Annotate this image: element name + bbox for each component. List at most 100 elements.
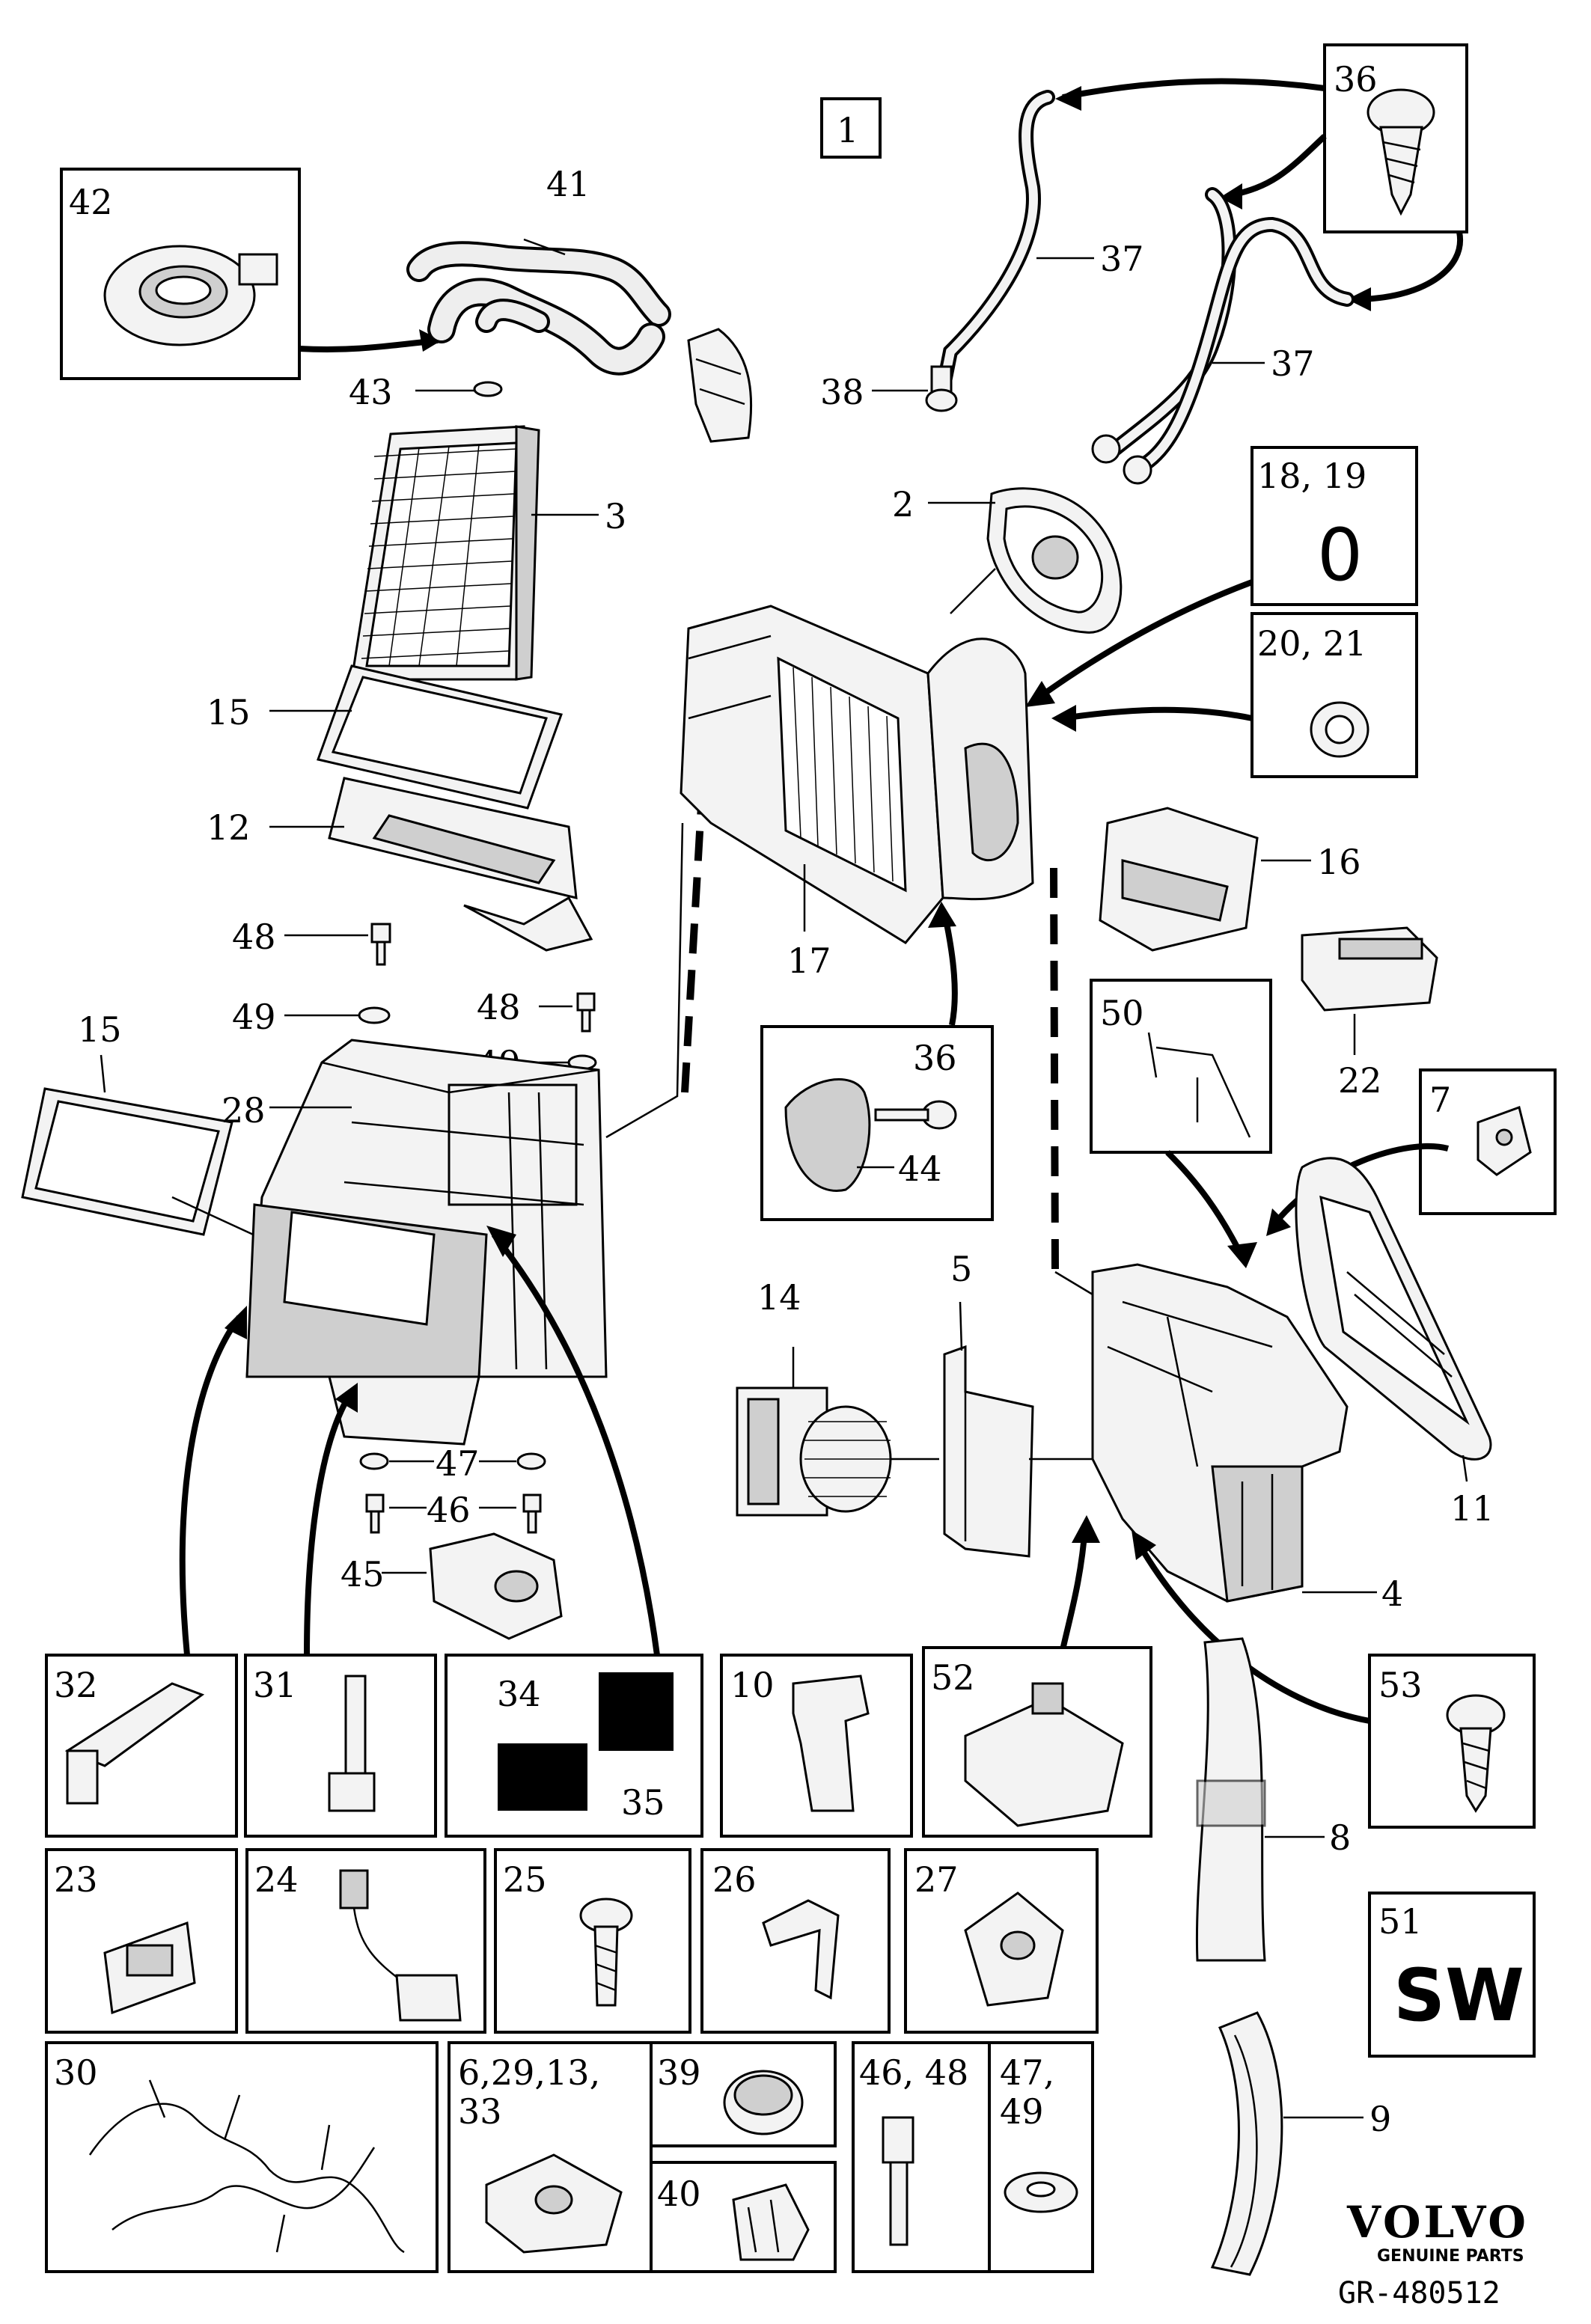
callout-43: 43: [349, 372, 393, 412]
box-label-53: 53: [1378, 1665, 1423, 1705]
group-label: 1: [837, 110, 858, 150]
arrow-44: [941, 912, 958, 1026]
callout-3: 3: [605, 496, 626, 536]
actuator-27-icon: [964, 1892, 1064, 2007]
callout-47: 47: [436, 1443, 480, 1484]
box-label-39: 39: [657, 2052, 701, 2093]
arrowhead: [928, 902, 956, 928]
box-label-6-29-13: 6,29,13,: [458, 2052, 600, 2093]
callout-41: 41: [546, 164, 590, 204]
clip-23-icon: [103, 1921, 196, 2015]
filter-frame-11: [1295, 1157, 1492, 1461]
control-module-16: [1099, 807, 1259, 952]
screw-25-icon: [579, 1898, 633, 2007]
part-box-30: [45, 2041, 439, 2273]
arrow-50: [1165, 1150, 1245, 1259]
callout-22: 22: [1338, 1060, 1382, 1101]
screw-53-icon: [1446, 1694, 1506, 1813]
arrowhead: [419, 329, 442, 352]
arrowhead: [1132, 1530, 1156, 1560]
foam-pad-34: [498, 1743, 587, 1811]
callout-5: 5: [950, 1249, 972, 1289]
screw-48b: [576, 992, 596, 1033]
screw-46b: [522, 1493, 542, 1534]
ac-pipe-37b: [1091, 187, 1355, 485]
callout-17: 17: [787, 941, 831, 981]
screw-48a: [370, 923, 391, 966]
washer-47a: [359, 1452, 389, 1470]
box-label-33: 33: [458, 2091, 502, 2132]
arrow-34: [491, 1232, 660, 1656]
arrowhead: [486, 1226, 516, 1257]
callout-12: 12: [207, 807, 251, 848]
washer-47-49-icon: [1004, 2171, 1078, 2213]
box-label-30: 30: [54, 2052, 98, 2093]
box-label-50: 50: [1100, 993, 1144, 1033]
leader: [1054, 1270, 1093, 1296]
washer-47b: [516, 1452, 546, 1470]
wiring-harness-30-icon: [88, 2079, 405, 2254]
foam-pad-35: [599, 1672, 674, 1751]
arrow-52: [1060, 1526, 1088, 1651]
callout-15b: 15: [78, 1009, 122, 1050]
brand-subtitle: GENUINE PARTS: [1377, 2247, 1524, 2266]
callout-14: 14: [757, 1277, 801, 1318]
washer-49a: [358, 1006, 391, 1024]
box-label-18-19: 18, 19: [1257, 456, 1366, 496]
box-label-51: 51: [1378, 1901, 1423, 1942]
sensor-24-icon: [339, 1869, 462, 2022]
grommet-39-icon: [723, 2070, 804, 2135]
arrow-36-a: [1062, 78, 1325, 100]
o-ring-symbol: 0: [1317, 513, 1363, 597]
brand-logo: VOLVO: [1346, 2197, 1529, 2248]
callout-46: 46: [427, 1490, 471, 1530]
box-label-36b: 36: [913, 1038, 957, 1078]
actuator-6-icon: [485, 2153, 623, 2254]
leader-11: [1462, 1455, 1468, 1482]
part-box-51: [1368, 1892, 1536, 2058]
software-code: SW: [1393, 1954, 1524, 2037]
part-box-18-19: [1250, 446, 1418, 606]
box-label-40: 40: [657, 2174, 701, 2214]
bracket-10-icon: [792, 1675, 870, 1812]
grommet-20-icon: [1310, 701, 1369, 758]
arrowhead: [1055, 86, 1081, 111]
arrowhead: [1220, 183, 1242, 210]
leader-15b: [100, 1054, 106, 1093]
arrowhead: [1072, 1515, 1100, 1543]
box-label-49: 49: [1000, 2091, 1044, 2132]
blower-motor-14: [736, 1386, 892, 1517]
clip-26-icon: [762, 1899, 840, 2000]
group-box-1: [820, 97, 882, 159]
box-label-20-21: 20, 21: [1257, 623, 1366, 664]
air-duct-9: [1210, 2011, 1283, 2276]
leader-housing: [605, 822, 684, 1139]
arrow-18: [1030, 579, 1253, 705]
callout-49a: 49: [232, 997, 276, 1037]
arrowhead: [1347, 287, 1371, 311]
box-label-23: 23: [54, 1859, 98, 1900]
dash-connector-left: [681, 792, 706, 1093]
actuator-45: [429, 1532, 563, 1640]
air-duct-8: [1195, 1637, 1266, 1962]
control-unit-22: [1301, 926, 1438, 1012]
callout-28: 28: [222, 1090, 266, 1131]
gasket-15b: [21, 1087, 233, 1236]
part-box-26: [700, 1848, 891, 2034]
clip-7-icon: [1477, 1106, 1532, 1176]
duct-5: [943, 1345, 1034, 1558]
seal-2: [986, 487, 1123, 634]
arrowhead: [1227, 1242, 1257, 1268]
ac-pipe-37a: [935, 90, 1055, 397]
box-label-34: 34: [497, 1674, 541, 1714]
arrowhead: [1266, 1208, 1291, 1236]
screw-36b-icon: [874, 1100, 957, 1130]
bracket-part: [687, 328, 753, 443]
callout-11: 11: [1450, 1488, 1494, 1529]
box-label-25: 25: [503, 1859, 547, 1900]
arrow-20: [1062, 706, 1253, 721]
callout-4: 4: [1381, 1574, 1403, 1614]
box-label-26: 26: [712, 1859, 757, 1900]
arrowhead: [1051, 705, 1076, 732]
